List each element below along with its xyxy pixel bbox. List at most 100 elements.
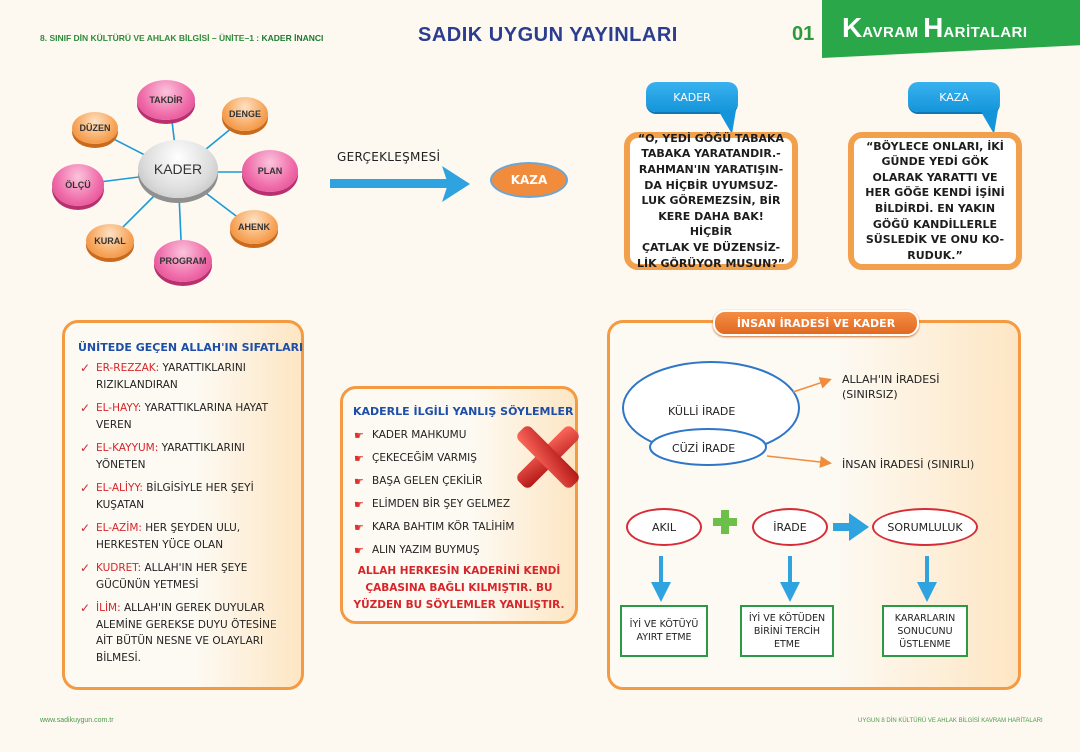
- attribute-desc: BİLGİSİYLE HER ŞEYİ KUŞATAN: [96, 482, 254, 511]
- check-icon: ✓: [80, 601, 91, 615]
- check-icon: ✓: [80, 361, 91, 375]
- cuzi-irade-label: CÜZİ İRADE: [672, 442, 736, 455]
- attribute-desc: YARATTIKLARINI YÖNETEN: [96, 442, 245, 471]
- kader-tag-pointer-icon: [718, 110, 736, 134]
- attribute-desc: HER ŞEYDEN ULU, HERKESTEN YÜCE OLAN: [96, 522, 241, 551]
- check-icon: ✓: [80, 561, 91, 575]
- node-olcu-label: ÖLÇÜ: [65, 180, 91, 190]
- check-icon: ✓: [80, 481, 91, 495]
- footer-website: www.sadikuygun.com.tr: [40, 717, 114, 724]
- node-ahenk-label: AHENK: [237, 222, 270, 232]
- wrong-saying-text: ALIN YAZIM BUYMUŞ: [372, 544, 480, 556]
- check-icon: ✓: [80, 521, 91, 535]
- wrong-saying-text: ELİMDEN BİR ŞEY GELMEZ: [372, 498, 511, 510]
- node-denge: DENGE: [222, 97, 268, 131]
- node-program: PROGRAM: [154, 240, 212, 282]
- banner-letter-k: K: [842, 12, 863, 43]
- node-kural: KURAL: [86, 224, 134, 258]
- allah-will-label: ALLAH'IN İRADESİ (SINIRSIZ): [842, 372, 939, 402]
- attributes-panel: [62, 320, 304, 690]
- list-item: ✓ EL-KAYYUM: YARATTIKLARINI YÖNETEN: [80, 440, 290, 473]
- wrong-saying-text: KARA BAHTIM KÖR TALİHİM: [372, 521, 515, 533]
- banner-letter-h: H: [923, 12, 944, 43]
- mindmap-center: KADER: [138, 140, 218, 198]
- kader-verse: “O, YEDİ GÖĞÜ TABAKA TABAKA YARATANDIR.-…: [624, 132, 798, 270]
- node-plan: PLAN: [242, 150, 298, 192]
- attribute-name: KUDRET:: [96, 562, 142, 574]
- list-item: ☛ KARA BAHTIM KÖR TALİHİM: [354, 516, 514, 539]
- course-name: 8. SINIF DİN KÜLTÜRÜ VE AHLAK BİLGİSİ – …: [40, 33, 260, 43]
- human-will-label: İNSAN İRADESİ (SINIRLI): [842, 458, 975, 471]
- check-icon: ✓: [80, 441, 91, 455]
- attribute-name: ER-REZZAK:: [96, 362, 160, 374]
- publisher-title: SADIK UYGUN YAYINLARI: [418, 24, 678, 46]
- list-item: ☛ALIN YAZIM BUYMUŞ: [354, 539, 514, 562]
- list-item: ☛ KADER MAHKUMU: [354, 424, 514, 447]
- attribute-name: İLİM:: [96, 602, 121, 614]
- node-ahenk: AHENK: [230, 210, 278, 244]
- attribute-name: EL-HAYY:: [96, 402, 142, 414]
- node-duzen-label: DÜZEN: [79, 123, 111, 133]
- kaza-oval: KAZA: [490, 162, 568, 198]
- concept-maps-banner: KAVRAM HARİTALARI: [822, 0, 1080, 58]
- attribute-name: EL-ALİYY:: [96, 482, 143, 494]
- reason-oval: AKIL: [626, 508, 702, 546]
- allah-will-line2: (SINIRSIZ): [842, 388, 898, 401]
- pointing-hand-icon: ☛: [354, 521, 364, 534]
- attribute-name: EL-KAYYUM:: [96, 442, 159, 454]
- kulli-irade-label: KÜLLİ İRADE: [668, 405, 736, 418]
- banner-word-aritalari: ARİTALARI: [943, 24, 1028, 41]
- node-program-label: PROGRAM: [159, 256, 207, 266]
- realization-label: GERÇEKLEŞMESİ: [337, 150, 441, 164]
- list-item: ✓ EL-ALİYY: BİLGİSİYLE HER ŞEYİ KUŞATAN: [80, 480, 290, 513]
- pointing-hand-icon: ☛: [354, 452, 364, 465]
- list-item: ✓ EL-HAYY: YARATTIKLARINA HAYAT VEREN: [80, 400, 290, 433]
- banner-word-avram: AVRAM: [862, 24, 919, 41]
- kader-tag: KADER: [646, 82, 738, 112]
- node-denge-label: DENGE: [228, 109, 261, 119]
- course-title: 8. SINIF DİN KÜLTÜRÜ VE AHLAK BİLGİSİ – …: [40, 33, 323, 43]
- node-plan-label: PLAN: [257, 166, 283, 176]
- responsibility-box: KARARLARIN SONUCUNU ÜSTLENME: [882, 605, 968, 657]
- node-duzen: DÜZEN: [72, 112, 118, 144]
- will-box: İYİ VE KÖTÜDEN BİRİNİ TERCİH ETME: [740, 605, 834, 657]
- mindmap-center-label: KADER: [153, 161, 203, 177]
- wrong-saying-text: BAŞA GELEN ÇEKİLİR: [372, 475, 483, 487]
- wrong-sayings-note: ALLAH HERKESİN KADERİNİ KENDİ ÇABASINA B…: [353, 565, 565, 611]
- list-item: ☛ELİMDEN BİR ŞEY GELMEZ: [354, 493, 514, 516]
- wrong-sayings-list: ☛ KADER MAHKUMU ☛ ÇEKECEĞİM VARMIŞ ☛ BAŞA G…: [354, 424, 514, 562]
- list-item: ✓ İLİM: ALLAH'IN GEREK DUYULAR ALEMİNE GE…: [80, 600, 290, 666]
- attribute-desc: YARATTIKLARINI RIZIKLANDIRAN: [96, 362, 246, 391]
- wrong-saying-text: KADER MAHKUMU: [372, 429, 467, 441]
- wrong-sayings-panel: [340, 386, 578, 624]
- wrong-sayings-title: KADERLE İLGİLİ YANLIŞ SÖYLEMLER: [353, 405, 574, 418]
- attributes-title: ÜNİTEDE GEÇEN ALLAH'IN SIFATLARI: [78, 341, 304, 354]
- pointing-hand-icon: ☛: [354, 475, 364, 488]
- footer-series: UYGUN 8 DİN KÜLTÜRÜ VE AHLAK BİLGİSİ KAV…: [858, 718, 1043, 724]
- course-topic: KADER İNANCI: [261, 33, 324, 43]
- list-item: ☛ BAŞA GELEN ÇEKİLİR: [354, 470, 514, 493]
- attribute-desc: ALLAH'IN GEREK DUYULAR ALEMİNE GEREKSE D…: [96, 602, 277, 664]
- will-oval: İRADE: [752, 508, 828, 546]
- node-olcu: ÖLÇÜ: [52, 164, 104, 206]
- will-diagram-lines: [622, 361, 937, 602]
- wrong-saying-text: ÇEKECEĞİM VARMIŞ: [372, 452, 477, 464]
- allah-will-line1: ALLAH'IN İRADESİ: [842, 373, 940, 386]
- pointing-hand-icon: ☛: [354, 429, 364, 442]
- list-item: ✓ ER-REZZAK: YARATTIKLARINI RIZIKLANDIRAN: [80, 360, 290, 393]
- attribute-desc: YARATTIKLARINA HAYAT VEREN: [96, 402, 268, 431]
- list-item: ☛ ÇEKECEĞİM VARMIŞ: [354, 447, 514, 470]
- check-icon: ✓: [80, 401, 91, 415]
- node-takdir: TAKDİR: [137, 80, 195, 120]
- responsibility-oval: SORUMLULUK: [872, 508, 978, 546]
- attribute-name: EL-AZİM:: [96, 522, 142, 534]
- will-and-destiny-title: İNSAN İRADESİ VE KADER: [713, 310, 919, 336]
- page-number: 01: [792, 23, 815, 45]
- attribute-desc: ALLAH'IN HER ŞEYE GÜCÜNÜN YETMESİ: [96, 562, 248, 591]
- reason-box: İYİ VE KÖTÜYÜ AYIRT ETME: [620, 605, 708, 657]
- kaza-tag: KAZA: [908, 82, 1000, 112]
- node-kural-label: KURAL: [94, 236, 126, 246]
- arrow-right-icon: [330, 166, 470, 202]
- attributes-list: ✓ ER-REZZAK: YARATTIKLARINI RIZIKLANDIRAN…: [80, 360, 290, 673]
- node-takdir-label: TAKDİR: [149, 95, 183, 105]
